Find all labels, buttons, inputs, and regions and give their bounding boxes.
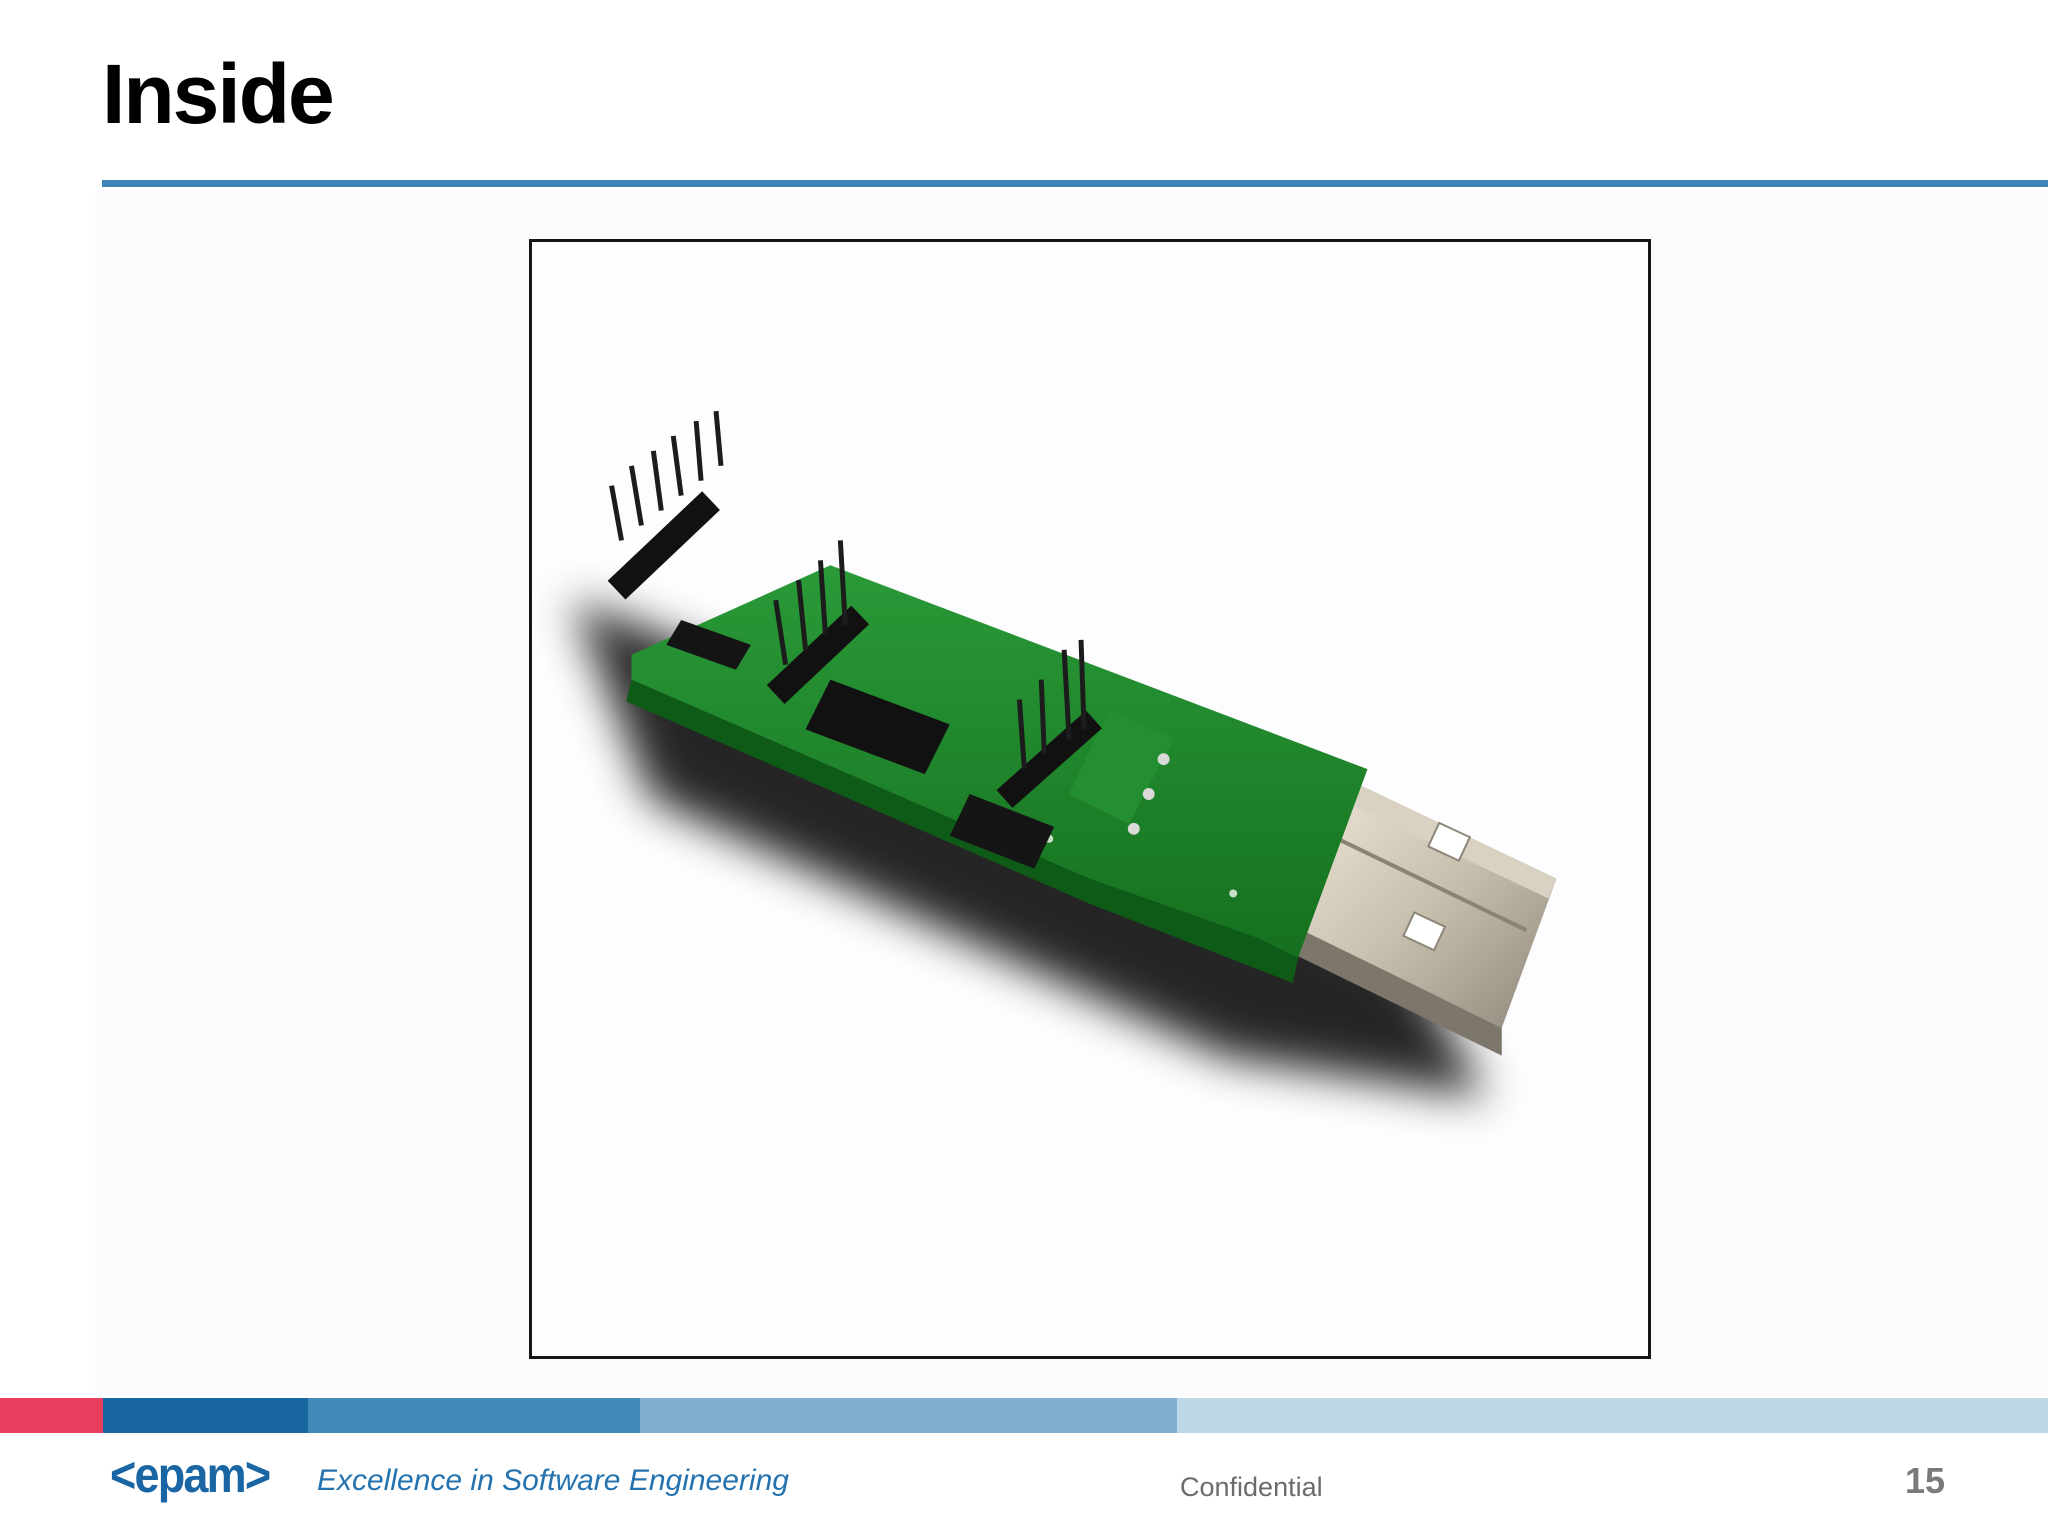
usb-connector (1297, 779, 1557, 1056)
footer-bar-mid-blue (308, 1398, 640, 1433)
slide-title: Inside (102, 47, 335, 141)
footer-bar-red (0, 1398, 103, 1433)
footer-tagline: Excellence in Software Engineering (317, 1464, 789, 1497)
epam-logo: <epam> (110, 1447, 271, 1503)
confidential-label: Confidential (1180, 1472, 1323, 1502)
footer-bar-dark-blue (103, 1398, 308, 1433)
pin-headers (607, 410, 1102, 808)
page-number: 15 (1905, 1460, 1946, 1501)
footer-bar-light-blue (640, 1398, 1177, 1433)
footer-bar-pale-blue (1177, 1398, 2048, 1433)
usb-board-photo (529, 239, 1651, 1359)
title-divider (102, 180, 2048, 187)
ic-chips (666, 619, 1055, 869)
